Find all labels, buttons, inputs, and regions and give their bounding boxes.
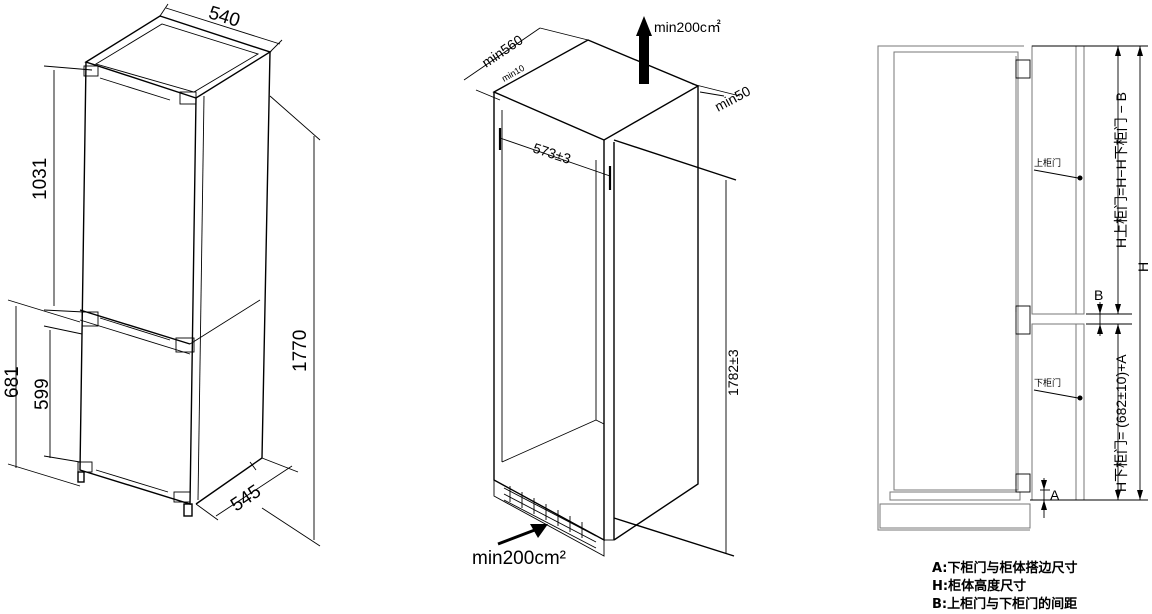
fridge-side-edge [195,51,271,505]
fridge-front-left-edge [79,61,197,505]
cabinet-side [613,86,699,541]
cabinet-view: min200c㎡ min560 min10 min50 573±3 1782±3… [463,16,753,569]
upper-door-label: 上柜门 [1034,157,1061,168]
door-divider [79,309,191,345]
lower-height-dim: 681 [2,366,23,398]
fridge-width-dim: 540 [206,2,242,31]
bottom-vent-grille [503,486,597,549]
legend-item-a: A:下柜门与柜体搭边尺寸 [932,560,1078,576]
inner-height-dim: 1782±3 [725,349,741,396]
door-section-view: 上柜门 下柜门 H H上柜门=H−H下柜门 − B B H下柜门= (682±1… [877,45,1151,531]
bottom-vent-label: min200cm² [472,548,566,569]
side-gap-min: min50 [712,83,753,115]
legend: A:下柜门与柜体搭边尺寸 H:柜体高度尺寸 B:上柜门与下柜门的间距 [932,560,1078,612]
fridge-top-face [84,15,272,99]
back-gap-min: min10 [500,63,526,84]
lower-door-formula: H下柜门= (682±10)+A [1113,354,1129,492]
inner-width-dim: 573±3 [531,140,573,167]
fridge-depth-dim: 545 [227,481,265,516]
total-height-label: H [1135,262,1151,272]
gap-label: B [1094,287,1103,303]
fridge-view: 540 1031 681 599 1770 545 [2,2,321,547]
fridge-height-dim: 1770 [290,330,311,372]
legend-item-h: H:柜体高度尺寸 [932,578,1026,594]
lower-door-label: 下柜门 [1034,377,1061,388]
upper-door-formula: H上柜门=H−H下柜门 − B [1113,92,1129,248]
lower-door-height-dim: 599 [32,378,53,410]
top-vent-label: min200c㎡ [654,19,721,35]
top-vent-arrow-icon [636,16,652,84]
overlap-label: A [1050,487,1060,503]
bottom-vent-arrow-icon [497,524,548,546]
cabinet-top-face [492,39,700,141]
upper-door-height-dim: 1031 [30,158,51,200]
legend-item-b: B:上柜门与下柜门的间距 [932,596,1077,612]
